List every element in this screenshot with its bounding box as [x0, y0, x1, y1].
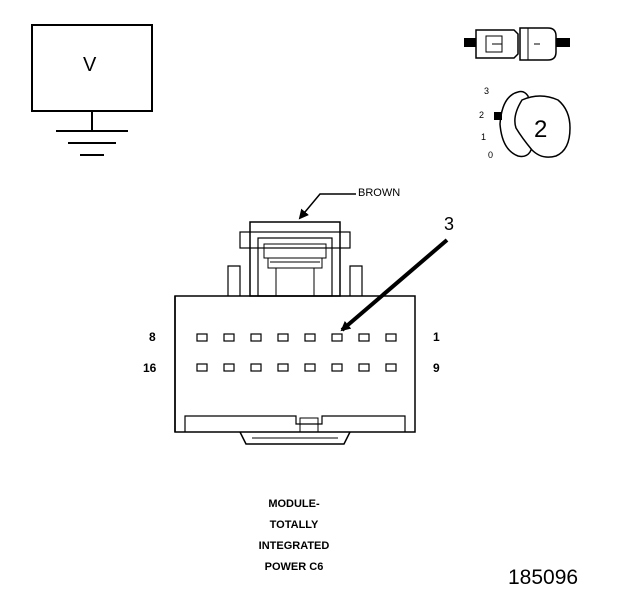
cavity-pin-15 — [223, 363, 235, 372]
cavity-pin-3 — [331, 333, 343, 342]
cavity-row-top — [196, 333, 397, 342]
range-selector-knob-icon — [494, 90, 571, 158]
brown-leader-arrow — [298, 193, 356, 220]
pin-label-9: 9 — [433, 361, 440, 375]
cavity-pin-10 — [358, 363, 370, 372]
pin-label-1: 1 — [433, 330, 440, 344]
selector-position-0: 0 — [488, 150, 494, 160]
selector-position-3: 3 — [484, 86, 490, 96]
cavity-pin-7 — [223, 333, 235, 342]
figure-number: 185096 — [508, 566, 579, 589]
cavity-pin-5 — [277, 333, 289, 342]
caption-line-1: MODULE- — [268, 498, 320, 510]
cavity-pin-13 — [277, 363, 289, 372]
caption-line-2: TOTALLY — [269, 519, 319, 531]
callout-number: 3 — [444, 214, 455, 234]
cavity-pin-8 — [196, 333, 208, 342]
cavity-pin-11 — [331, 363, 343, 372]
cavity-row-bottom — [196, 363, 397, 372]
ground-symbol-icon — [56, 130, 128, 156]
pin-label-16: 16 — [143, 361, 157, 375]
pin-label-8: 8 — [149, 330, 156, 344]
connector-caption: MODULE- TOTALLY INTEGRATED POWER C6 — [214, 494, 374, 578]
cavity-pin-16 — [196, 363, 208, 372]
selector-position-1: 1 — [481, 132, 487, 142]
cavity-pin-2 — [358, 333, 370, 342]
selector-selected-value: 2 — [534, 116, 548, 143]
voltmeter — [31, 24, 153, 156]
cavity-pin-1 — [385, 333, 397, 342]
test-probe-icon — [464, 27, 570, 61]
cavity-pin-14 — [250, 363, 262, 372]
caption-line-4: POWER C6 — [264, 561, 324, 573]
cavity-pin-4 — [304, 333, 316, 342]
cavity-pin-6 — [250, 333, 262, 342]
voltmeter-symbol: V — [83, 54, 97, 76]
selector-position-2: 2 — [479, 110, 485, 120]
cavity-pin-12 — [304, 363, 316, 372]
cavity-pin-9 — [385, 363, 397, 372]
callout-3-arrow — [340, 238, 449, 332]
connector-color-label: BROWN — [358, 187, 401, 199]
connector-housing — [174, 221, 416, 445]
caption-line-3: INTEGRATED — [258, 540, 330, 552]
